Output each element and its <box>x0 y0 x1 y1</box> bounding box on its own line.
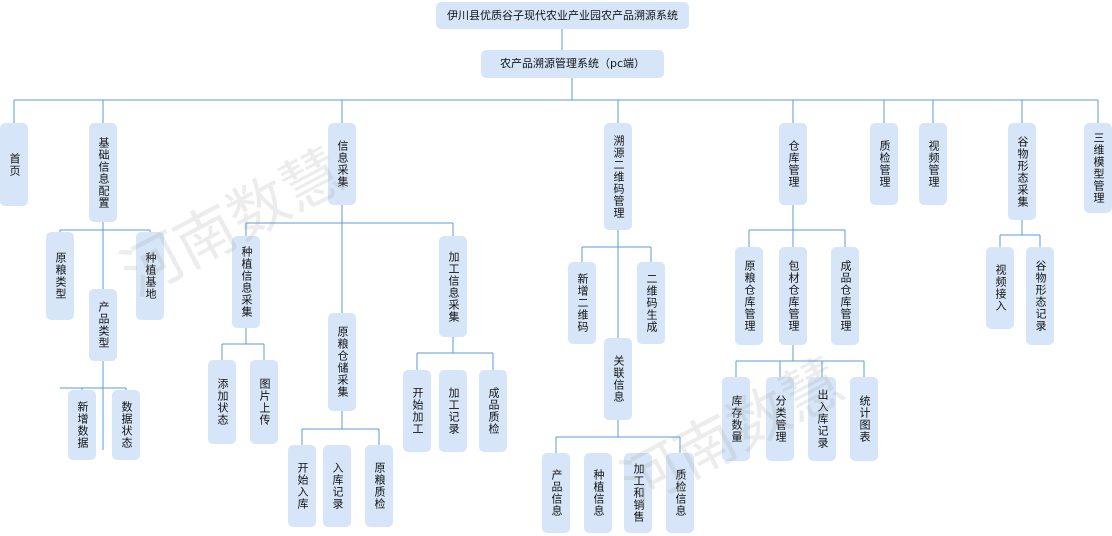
edge <box>245 205 454 313</box>
edge <box>221 328 265 360</box>
plant-info-node-label: 种植信息 <box>592 469 605 517</box>
model-3d-node: 三维模型管理 <box>1084 123 1112 213</box>
data-status-node-label: 数据状态 <box>120 401 133 449</box>
info-collect-node-label: 信息采集 <box>336 140 349 188</box>
start-process-node: 开始加工 <box>403 370 431 452</box>
warehouse-node-label: 仓库管理 <box>787 140 800 188</box>
plant-info-node: 种植信息 <box>584 453 612 533</box>
category-mgmt-node-label: 分类管理 <box>774 395 787 443</box>
product-qc-node-label: 成品质检 <box>487 387 500 435</box>
add-data-node-label: 新增数据 <box>76 401 89 449</box>
stock-qty-node-label: 库存数量 <box>730 395 743 443</box>
finished-warehouse-node-label: 成品仓库管理 <box>839 260 852 332</box>
quality-node: 质检管理 <box>870 123 898 205</box>
raw-qc-node-label: 原粮质检 <box>373 462 386 510</box>
edge <box>999 220 1041 247</box>
grain-form-node-label: 谷物形态采集 <box>1016 135 1029 208</box>
warehouse-node: 仓库管理 <box>779 123 807 205</box>
packaging-warehouse-node: 包材仓库管理 <box>779 247 807 345</box>
raw-storage-collect-node-label: 原粮仓储采集 <box>336 326 349 398</box>
plant-collect-node-label: 种植信息采集 <box>240 246 253 318</box>
process-record-node-label: 加工记录 <box>447 387 460 435</box>
category-mgmt-node: 分类管理 <box>766 377 794 461</box>
video-access-node-label: 视频接入 <box>994 264 1007 312</box>
qc-info-node-label: 质检信息 <box>674 469 687 517</box>
edge <box>301 411 380 445</box>
home-node: 首页 <box>0 123 28 206</box>
pc-system-node-label: 农产品溯源管理系统（pc端） <box>499 57 646 70</box>
root-node-label: 伊川县优质谷子现代农业产业园农产品溯源系统 <box>447 8 678 22</box>
edge <box>13 100 1099 123</box>
new-qr-node-label: 新增二维码 <box>576 273 589 333</box>
qr-generate-node-label: 二维码生成 <box>645 273 658 333</box>
product-info-node-label: 产品信息 <box>550 469 563 517</box>
process-sale-node-label: 加工和销售 <box>632 463 645 523</box>
grain-record-node-label: 谷物形态记录 <box>1034 260 1047 332</box>
stat-chart-node-label: 统计图表 <box>858 395 871 443</box>
stat-chart-node: 统计图表 <box>850 377 878 461</box>
new-qr-node: 新增二维码 <box>568 262 596 344</box>
qc-info-node: 质检信息 <box>666 453 694 533</box>
image-upload-node: 图片上传 <box>250 360 278 444</box>
video-node-label: 视频管理 <box>927 140 940 188</box>
model-3d-node-label: 三维模型管理 <box>1092 132 1105 204</box>
storage-record-node: 入库记录 <box>323 445 351 527</box>
link-info-node-label: 关联信息 <box>612 355 625 403</box>
pc-system-node: 农产品溯源管理系统（pc端） <box>481 50 664 78</box>
io-record-node: 出入库记录 <box>808 377 836 461</box>
grain-record-node: 谷物形态记录 <box>1026 247 1054 345</box>
add-data-node: 新增数据 <box>68 390 96 460</box>
raw-warehouse-node: 原粮仓库管理 <box>735 247 763 345</box>
product-qc-node: 成品质检 <box>479 370 507 452</box>
home-node-label: 首页 <box>8 152 21 177</box>
io-record-node-label: 出入库记录 <box>816 389 829 449</box>
plant-collect-node: 种植信息采集 <box>232 236 260 328</box>
raw-warehouse-node-label: 原粮仓库管理 <box>743 260 756 332</box>
info-collect-node: 信息采集 <box>328 123 356 205</box>
process-collect-node: 加工信息采集 <box>439 236 467 337</box>
raw-qc-node: 原粮质检 <box>365 445 393 527</box>
video-node: 视频管理 <box>919 123 947 205</box>
edge <box>735 360 865 377</box>
grain-form-node: 谷物形态采集 <box>1008 123 1036 220</box>
basic-info-config-node-label: 基础信息配置 <box>97 136 110 209</box>
video-access-node: 视频接入 <box>986 247 1014 329</box>
product-type-node-label: 产品类型 <box>97 301 110 349</box>
data-status-node: 数据状态 <box>112 390 140 460</box>
quality-node-label: 质检管理 <box>878 140 891 188</box>
raw-storage-collect-node: 原粮仓储采集 <box>328 313 356 411</box>
diagram-root-node: 伊川县优质谷子现代农业产业园农产品溯源系统 <box>436 2 689 29</box>
start-process-node-label: 开始加工 <box>411 387 424 435</box>
edge <box>60 387 127 390</box>
process-collect-node-label: 加工信息采集 <box>447 250 460 323</box>
image-upload-node-label: 图片上传 <box>258 378 271 426</box>
plant-base-node-label: 种植基地 <box>144 252 157 300</box>
edge <box>555 420 681 453</box>
add-status-node: 添加状态 <box>208 360 236 444</box>
edge <box>416 337 494 370</box>
storage-record-node-label: 入库记录 <box>331 462 344 510</box>
trace-qr-node: 溯源二维码管理 <box>604 123 632 230</box>
stock-qty-node: 库存数量 <box>722 377 750 461</box>
process-record-node: 加工记录 <box>439 370 467 452</box>
basic-info-config-node: 基础信息配置 <box>89 123 117 222</box>
trace-qr-node-label: 溯源二维码管理 <box>612 134 625 219</box>
finished-warehouse-node: 成品仓库管理 <box>831 247 859 345</box>
start-storage-node: 开始入库 <box>288 445 316 527</box>
add-status-node-label: 添加状态 <box>216 378 229 426</box>
link-info-node: 关联信息 <box>604 338 632 420</box>
start-storage-node-label: 开始入库 <box>296 462 309 510</box>
plant-base-node: 种植基地 <box>136 232 164 320</box>
qr-generate-node: 二维码生成 <box>637 262 665 344</box>
process-sale-node: 加工和销售 <box>624 453 652 533</box>
product-info-node: 产品信息 <box>542 453 570 533</box>
packaging-warehouse-node-label: 包材仓库管理 <box>787 260 800 332</box>
raw-type-node-label: 原粮类型 <box>54 252 67 300</box>
product-type-node: 产品类型 <box>89 289 117 361</box>
raw-type-node: 原粮类型 <box>46 232 74 320</box>
edge <box>581 230 652 338</box>
